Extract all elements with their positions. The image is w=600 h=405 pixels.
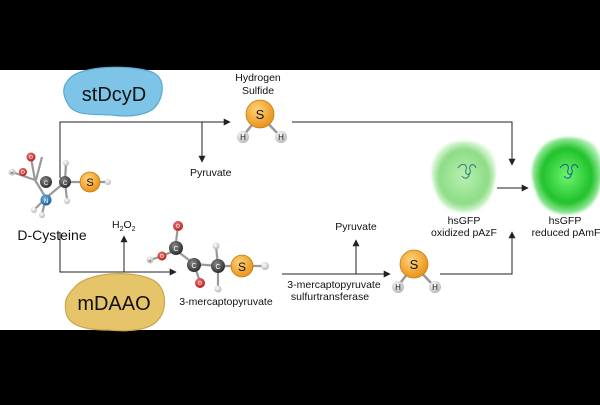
gfp-red-label-line1: hsGFP: [549, 215, 582, 227]
gfp-ox-label-line1: hsGFP: [448, 215, 481, 227]
pyruvate-bottom-label: Pyruvate: [335, 221, 377, 233]
gfp-reduced: [531, 137, 600, 215]
atom-h-label: H: [432, 283, 438, 292]
arrow-to-3mp: [59, 232, 177, 276]
h2o2-o: O: [124, 219, 132, 231]
atom-h: [214, 285, 222, 293]
atom-c: [40, 176, 52, 188]
arrow-to-h2s: [59, 118, 231, 178]
gfp-chromophore-icon: [559, 163, 579, 179]
pyruvate-top-label: Pyruvate: [190, 167, 232, 179]
atom-c: [59, 176, 71, 188]
atom-h: [63, 160, 69, 166]
atom-h-label: H: [11, 170, 14, 175]
atom-s-label: S: [238, 260, 246, 274]
h2s-label-line2: Sulfide: [242, 85, 274, 97]
gfp-oxidized: [431, 141, 496, 213]
atom-n: [40, 194, 52, 206]
gfp-chromophore-icon: [457, 163, 477, 179]
h2o2-sub2: 2: [132, 226, 136, 233]
atom-c-label: C: [63, 181, 68, 187]
atom-h: [8, 168, 16, 176]
three-mp-molecule: S C C C O O O H: [146, 221, 269, 293]
atom-o: [26, 152, 36, 162]
atom-s: [230, 254, 254, 278]
arrow-h2s-to-gfp: [292, 121, 516, 166]
atom-o-label: O: [198, 281, 202, 287]
atom-h: [146, 256, 154, 264]
atom-n-label: N: [44, 199, 48, 205]
h2s-molecule-bottom: S H H: [392, 249, 441, 293]
atom-c-label: C: [44, 181, 49, 187]
atom-o-label: O: [176, 224, 180, 230]
d-cysteine-molecule: S C C N O O H: [8, 152, 111, 218]
atom-h: [237, 131, 249, 143]
atom-s-label: S: [86, 177, 93, 189]
mdaao-enzyme: mDAAO: [64, 273, 166, 332]
atom-s: [79, 171, 101, 193]
atom-h: [212, 242, 220, 250]
atom-o: [173, 221, 183, 231]
pathway-arrows: [59, 118, 529, 278]
atom-s-label: S: [256, 107, 265, 122]
atom-c-label: C: [215, 264, 220, 271]
atom-o-label: O: [21, 170, 25, 176]
h2o2-label: H2O2: [112, 219, 136, 233]
mdaao-blob: [64, 273, 166, 332]
gfp-ox-label-line2: oxidized pAzF: [431, 227, 497, 239]
h2o2-sub1: 2: [120, 226, 124, 233]
gfp-oxidized-blob: [431, 141, 496, 213]
atom-c: [187, 258, 201, 272]
arrow-h2s2-to-gfp: [440, 231, 516, 275]
atom-h-label: H: [278, 133, 284, 142]
atom-o: [19, 168, 27, 176]
atom-h-label: H: [240, 133, 246, 142]
stdcyd-enzyme: stDcyD: [63, 66, 163, 117]
three-mp-label: 3-mercaptopyruvate: [179, 296, 273, 308]
atom-h: [105, 179, 111, 185]
mst-label-line1: 3-mercaptopyruvate: [287, 279, 381, 291]
atom-o-label: O: [29, 155, 33, 161]
atom-o-label: O: [160, 254, 164, 260]
mdaao-label: mDAAO: [77, 293, 150, 315]
atom-c: [211, 259, 225, 273]
atom-h-label: H: [395, 283, 401, 292]
h2o2-h: H: [112, 219, 120, 231]
atom-c-label: C: [191, 263, 196, 270]
atom-s-label: S: [410, 257, 419, 272]
atom-c: [169, 241, 183, 255]
atom-o: [157, 251, 167, 261]
d-cysteine-label: D-Cysteine: [17, 227, 86, 243]
atom-h: [429, 281, 441, 293]
atom-h: [39, 212, 45, 218]
mst-label-line2: sulfurtransferase: [291, 291, 369, 303]
atom-s: [245, 99, 275, 129]
atom-h: [31, 207, 37, 213]
atom-h: [275, 131, 287, 143]
atom-s: [399, 249, 429, 279]
stdcyd-blob: [63, 66, 163, 117]
atom-h: [64, 198, 70, 204]
h2s-molecule-top: S H H: [237, 99, 287, 143]
atom-c-label: C: [173, 246, 178, 253]
gfp-reduced-blob: [531, 137, 600, 215]
atom-o: [195, 278, 205, 288]
atom-h-label: H: [149, 258, 152, 263]
gfp-red-label-line2: reduced pAmF: [532, 227, 600, 239]
atom-h: [261, 262, 269, 270]
h2s-label-line1: Hydrogen: [235, 72, 281, 84]
atom-h: [392, 281, 404, 293]
stdcyd-label: stDcyD: [82, 84, 146, 106]
